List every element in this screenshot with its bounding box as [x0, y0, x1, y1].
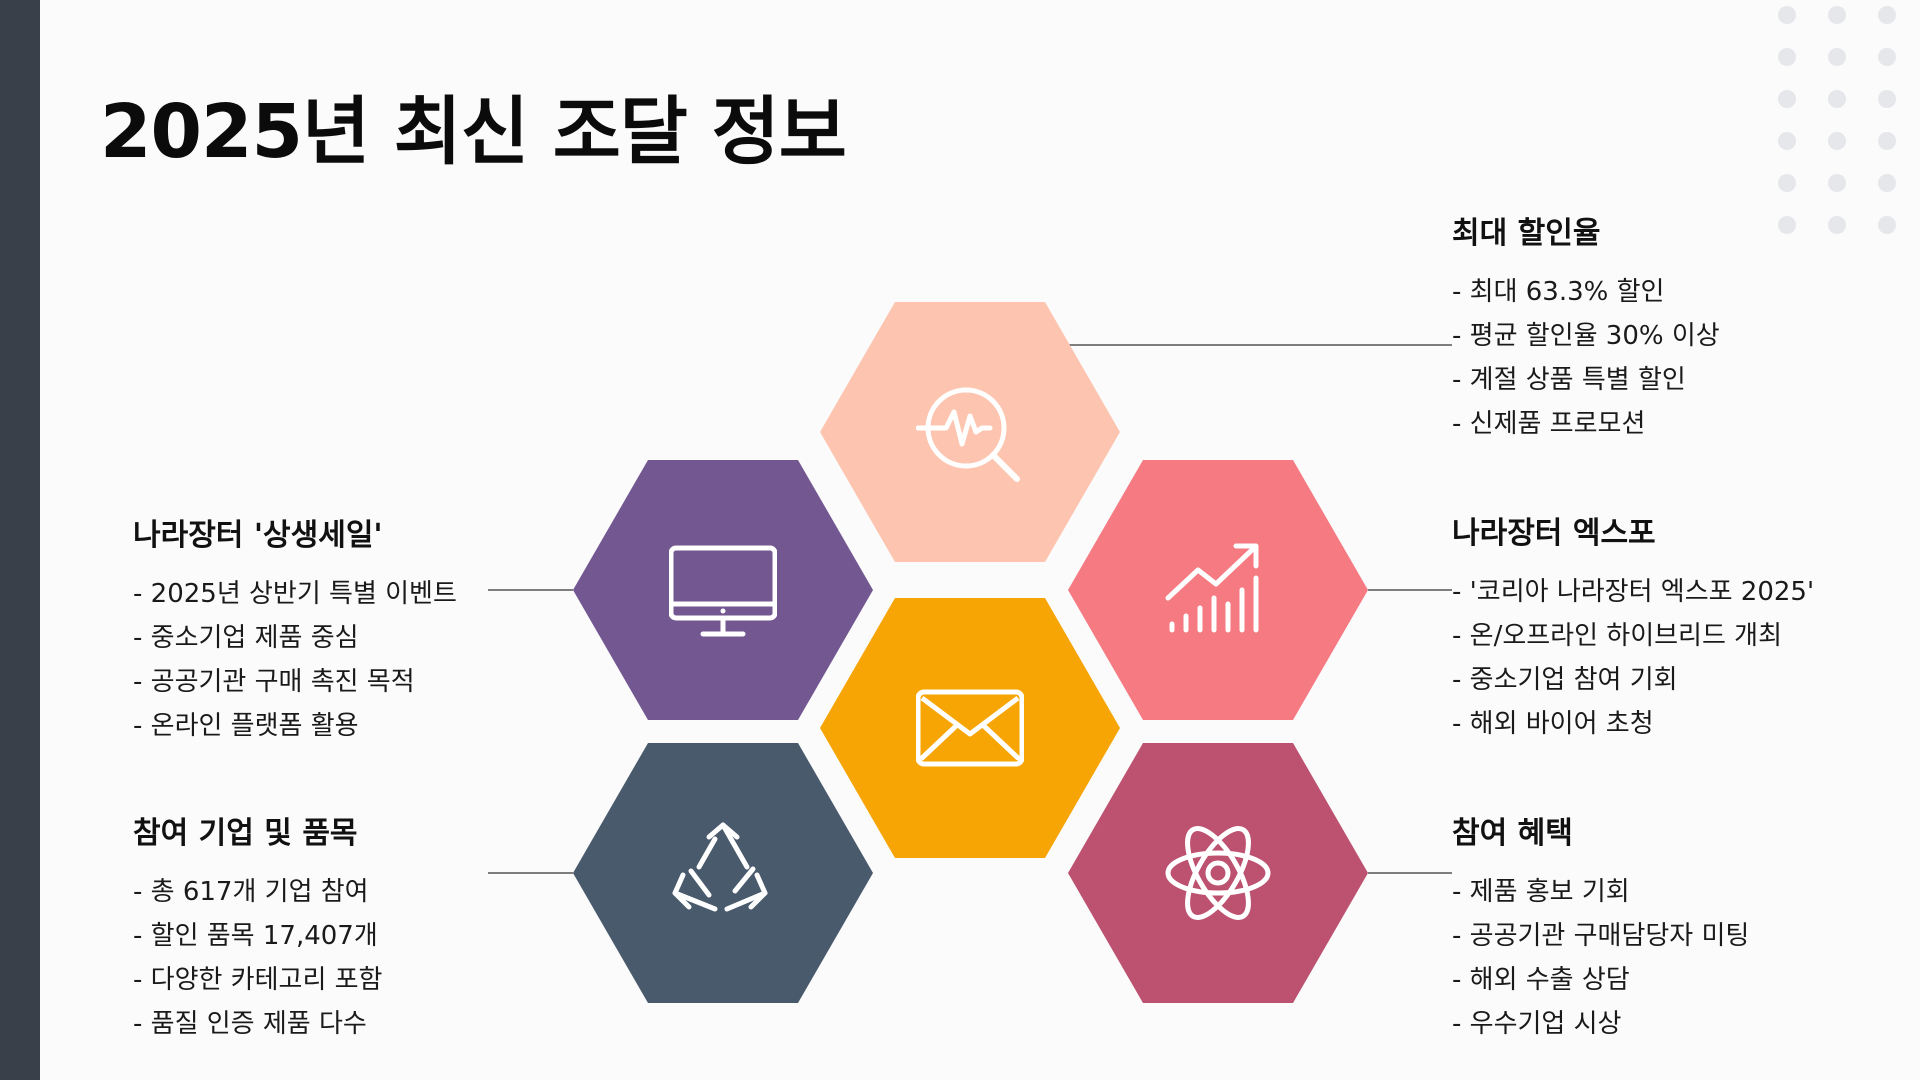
decorative-dot: [1778, 174, 1796, 192]
hexagon-center: [820, 598, 1120, 858]
list-item: 신제품 프로모션: [1452, 402, 1872, 446]
decorative-dot: [1878, 132, 1896, 150]
list-item: '코리아 나라장터 엑스포 2025': [1452, 570, 1822, 614]
decorative-dot: [1778, 216, 1796, 234]
decorative-dot: [1778, 48, 1796, 66]
decorative-dot: [1828, 6, 1846, 24]
list-item: 품질 인증 제품 다수: [133, 1002, 553, 1046]
decorative-dot: [1878, 174, 1896, 192]
hexagon-left-lower: [573, 743, 873, 1003]
decorative-dot: [1828, 132, 1846, 150]
decorative-dot: [1878, 90, 1896, 108]
list-item: 다양한 카테고리 포함: [133, 958, 553, 1002]
decorative-dot: [1828, 174, 1846, 192]
hexagon-top: [820, 302, 1120, 562]
decorative-dot: [1778, 6, 1796, 24]
list-item: 할인 품목 17,407개: [133, 914, 553, 958]
block-participation-benefits: 참여 혜택 제품 홍보 기회 공공기관 구매담당자 미팅 해외 수출 상담 우수…: [1452, 808, 1872, 1046]
block-naramarket-expo-list: '코리아 나라장터 엑스포 2025' 온/오프라인 하이브리드 개최 중소기업…: [1452, 570, 1822, 746]
block-sangsaeng-sale-list: 2025년 상반기 특별 이벤트 중소기업 제품 중심 공공기관 구매 촉진 목…: [133, 572, 553, 748]
block-participation-benefits-heading: 참여 혜택: [1452, 816, 1573, 851]
decorative-dot: [1878, 216, 1896, 234]
list-item: 해외 바이어 초청: [1452, 702, 1822, 746]
block-sangsaeng-sale-heading: 나라장터 '상생세일': [133, 518, 383, 553]
list-item: 중소기업 참여 기회: [1452, 658, 1822, 702]
list-item: 최대 63.3% 할인: [1452, 270, 1872, 314]
growth-chart-icon: [1165, 543, 1259, 633]
list-item: 중소기업 제품 중심: [133, 616, 553, 660]
block-participating-companies-list: 총 617개 기업 참여 할인 품목 17,407개 다양한 카테고리 포함 품…: [133, 870, 553, 1046]
block-sangsaeng-sale: 나라장터 '상생세일' 2025년 상반기 특별 이벤트 중소기업 제품 중심 …: [133, 510, 553, 748]
decorative-dot: [1828, 90, 1846, 108]
list-item: 평균 할인율 30% 이상: [1452, 314, 1872, 358]
search-pulse-icon: [916, 387, 1020, 482]
list-item: 계절 상품 특별 할인: [1452, 358, 1872, 402]
hexagon-right-lower: [1068, 743, 1368, 1003]
list-item: 총 617개 기업 참여: [133, 870, 553, 914]
list-item: 해외 수출 상담: [1452, 958, 1872, 1002]
block-max-discount: 최대 할인율 최대 63.3% 할인 평균 할인율 30% 이상 계절 상품 특…: [1452, 208, 1872, 446]
hexagon-right-upper: [1068, 460, 1368, 720]
decorative-dot: [1778, 132, 1796, 150]
block-max-discount-heading: 최대 할인율: [1452, 216, 1601, 251]
decorative-dot: [1828, 48, 1846, 66]
left-accent-bar: [0, 0, 40, 1080]
list-item: 우수기업 시상: [1452, 1002, 1872, 1046]
block-naramarket-expo: 나라장터 엑스포 '코리아 나라장터 엑스포 2025' 온/오프라인 하이브리…: [1452, 508, 1822, 746]
decorative-dot: [1878, 48, 1896, 66]
recycle-icon: [672, 822, 768, 912]
decorative-dot: [1828, 216, 1846, 234]
block-participating-companies-heading: 참여 기업 및 품목: [133, 816, 358, 851]
block-participation-benefits-list: 제품 홍보 기회 공공기관 구매담당자 미팅 해외 수출 상담 우수기업 시상: [1452, 870, 1872, 1046]
decorative-dot-grid: [1770, 0, 1920, 240]
atom-icon: [1165, 826, 1271, 920]
list-item: 온/오프라인 하이브리드 개최: [1452, 614, 1822, 658]
decorative-dot: [1878, 6, 1896, 24]
block-naramarket-expo-heading: 나라장터 엑스포: [1452, 516, 1656, 551]
decorative-dot: [1778, 90, 1796, 108]
list-item: 제품 홍보 기회: [1452, 870, 1872, 914]
block-participating-companies: 참여 기업 및 품목 총 617개 기업 참여 할인 품목 17,407개 다양…: [133, 808, 553, 1046]
hexagon-left-upper: [573, 460, 873, 720]
list-item: 2025년 상반기 특별 이벤트: [133, 572, 553, 616]
list-item: 공공기관 구매담당자 미팅: [1452, 914, 1872, 958]
list-item: 공공기관 구매 촉진 목적: [133, 660, 553, 704]
list-item: 온라인 플랫폼 활용: [133, 704, 553, 748]
monitor-icon: [669, 545, 777, 637]
envelope-icon: [916, 689, 1024, 767]
block-max-discount-list: 최대 63.3% 할인 평균 할인율 30% 이상 계절 상품 특별 할인 신제…: [1452, 270, 1872, 446]
page-title: 2025년 최신 조달 정보: [100, 89, 847, 175]
